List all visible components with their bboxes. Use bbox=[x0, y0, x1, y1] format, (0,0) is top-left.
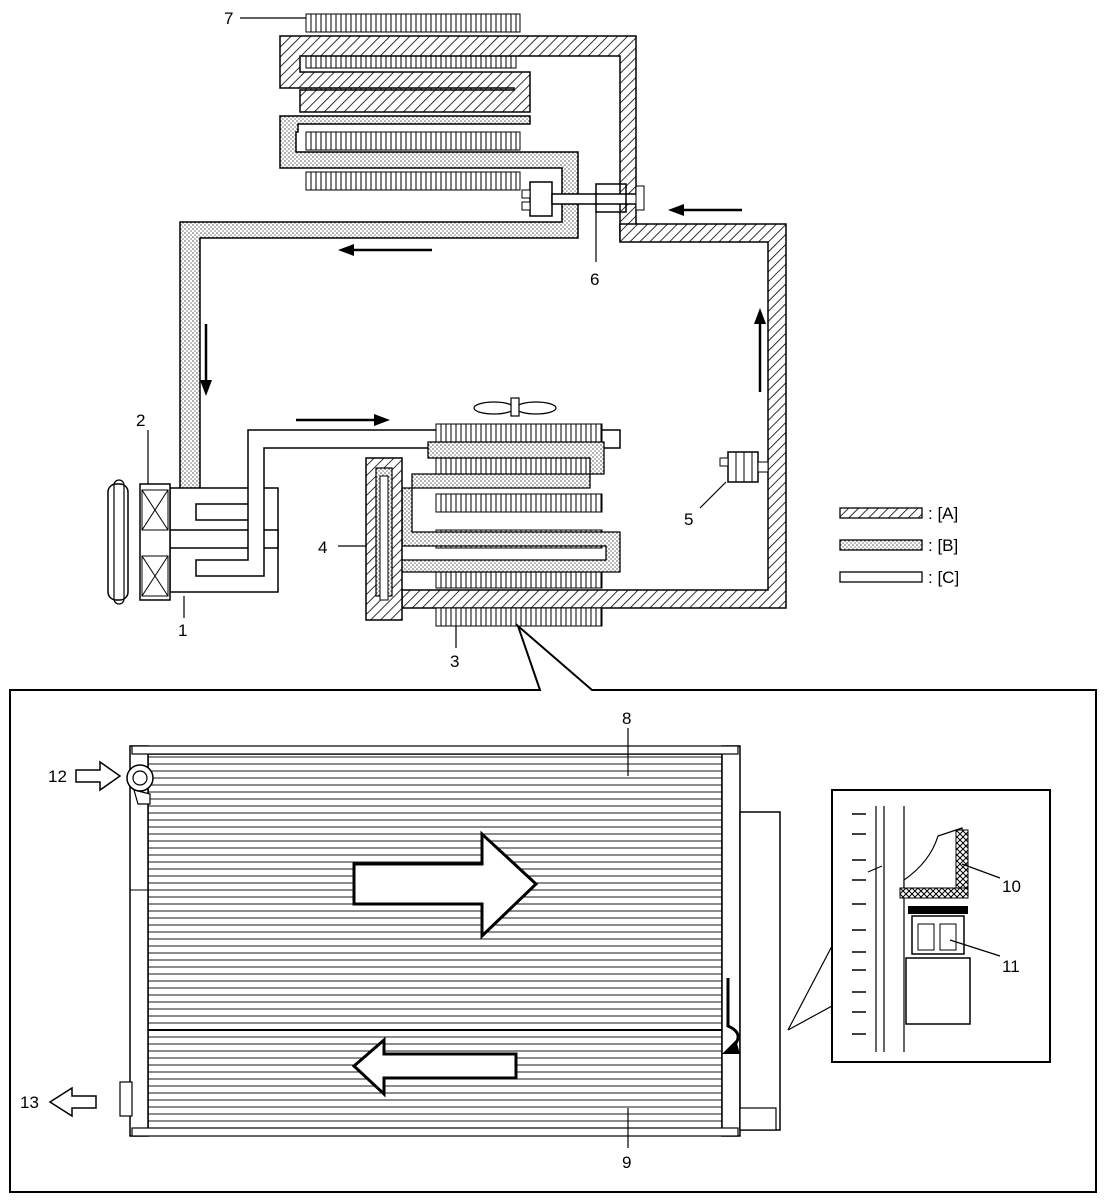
inlet-outlet-arrows bbox=[48, 760, 122, 1118]
callout-5: 5 bbox=[684, 510, 693, 529]
legend-label-c: : [C] bbox=[928, 568, 959, 587]
callout-12: 12 bbox=[48, 767, 67, 786]
callout-8: 8 bbox=[622, 709, 631, 728]
callout-13: 13 bbox=[20, 1093, 39, 1112]
receiver-dryer bbox=[365, 457, 403, 621]
callout-4: 4 bbox=[318, 538, 327, 557]
legend-label-b: : [B] bbox=[928, 536, 958, 555]
callout-1: 1 bbox=[178, 621, 187, 640]
callout-2: 2 bbox=[136, 411, 145, 430]
inset-leaders bbox=[949, 863, 1001, 957]
callout-3: 3 bbox=[450, 652, 459, 671]
callout-7: 7 bbox=[224, 9, 233, 28]
flow-arrows bbox=[200, 204, 766, 426]
callout-leaders-top bbox=[147, 17, 727, 648]
expansion-valve bbox=[521, 181, 645, 217]
receiver-inset bbox=[831, 789, 1051, 1063]
zoom-pointer bbox=[787, 945, 833, 1031]
condenser bbox=[399, 397, 621, 627]
callout-10: 10 bbox=[1002, 877, 1021, 896]
condenser-detail bbox=[119, 745, 781, 1137]
callout-11: 11 bbox=[1002, 957, 1020, 976]
callout-9: 9 bbox=[622, 1153, 631, 1172]
legend bbox=[839, 507, 923, 583]
callout-6: 6 bbox=[590, 270, 599, 289]
legend-label-a: : [A] bbox=[928, 504, 958, 523]
pressure-switch bbox=[719, 451, 769, 483]
